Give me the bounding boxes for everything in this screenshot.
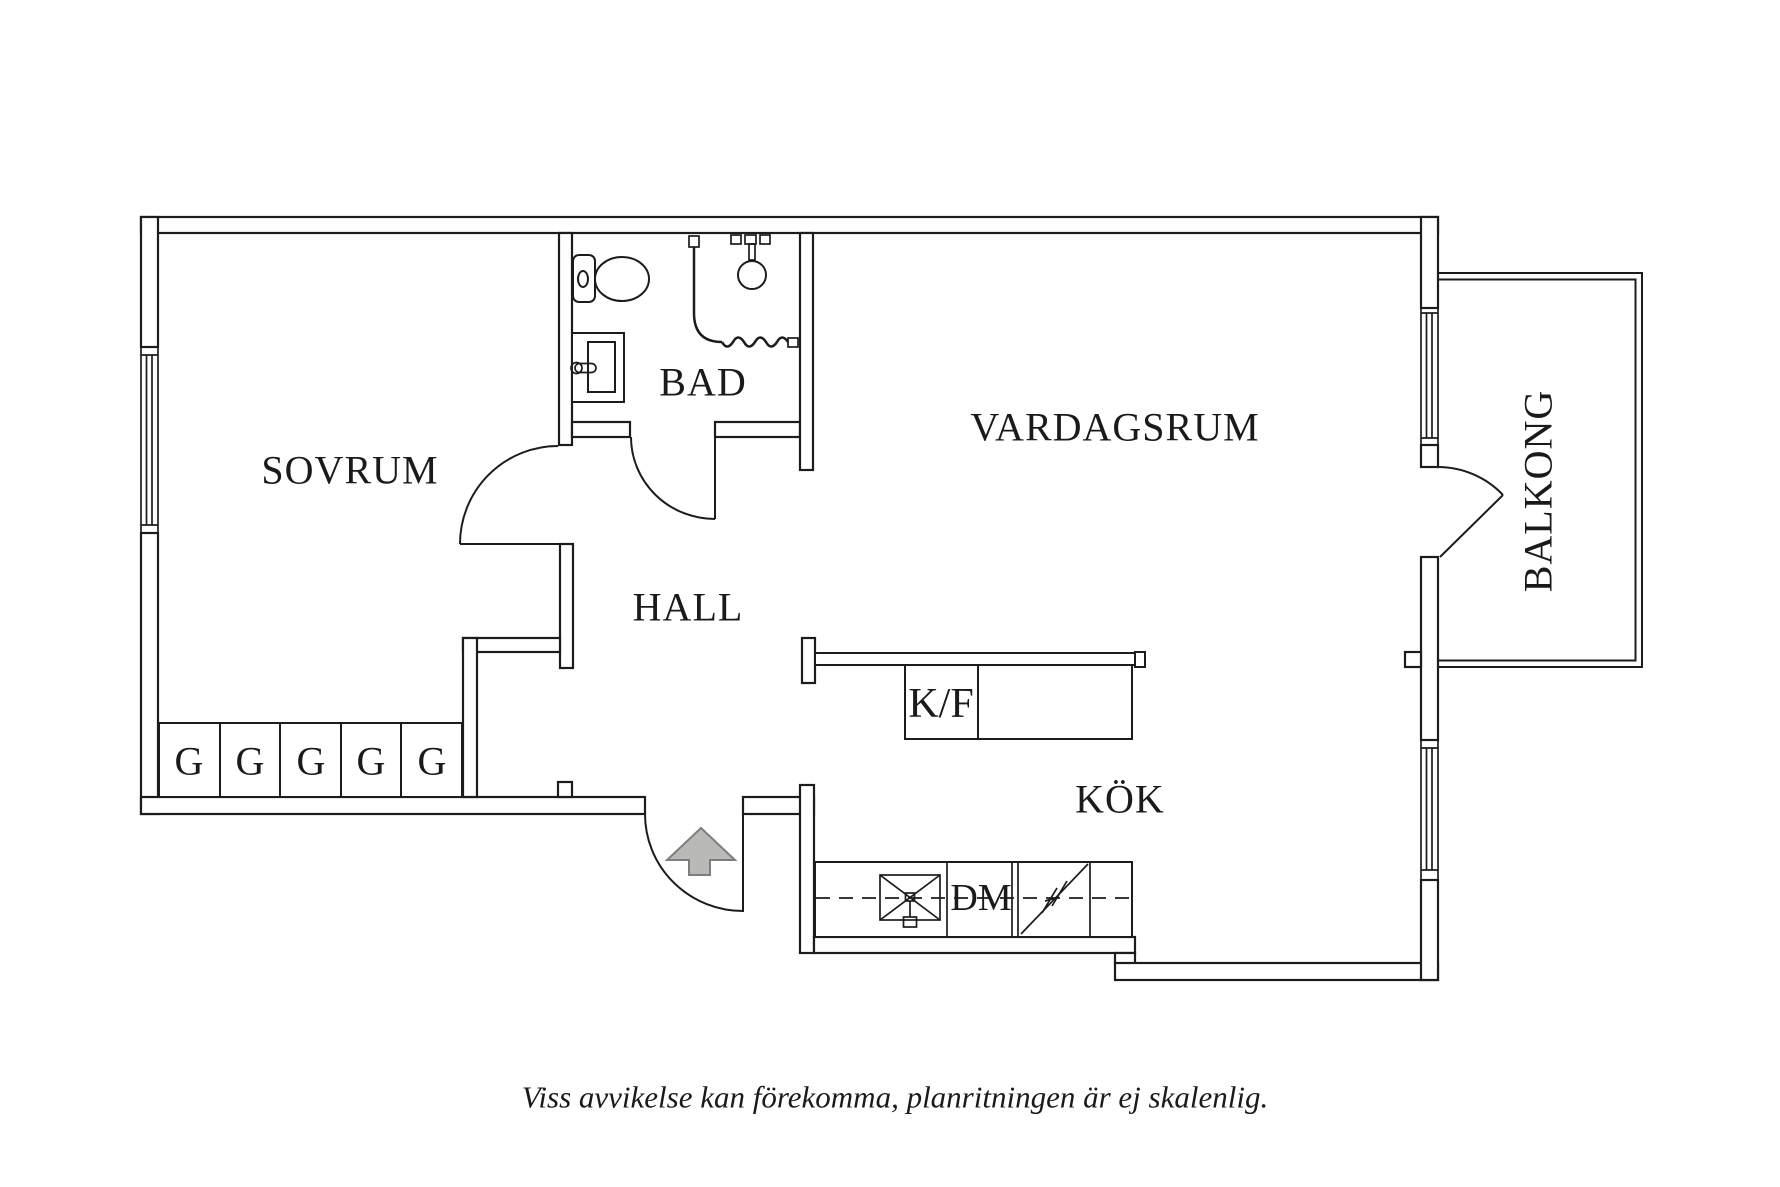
- wall-sovrum-east-lower: [558, 542, 575, 670]
- door-entry: [644, 797, 744, 912]
- wall-top: [139, 215, 1440, 235]
- wall-bad-south-left: [570, 420, 632, 439]
- wardrobe-label-3: G: [297, 739, 326, 784]
- wall-right-stub: [1403, 650, 1423, 669]
- room-label-hall: HALL: [633, 585, 744, 630]
- stove-symbol: [1020, 863, 1089, 935]
- wardrobe-dividers: [219, 723, 402, 797]
- window-kok: [1420, 739, 1439, 881]
- wall-bad-east: [798, 231, 815, 472]
- wall-right-a: [1419, 215, 1440, 310]
- wall-right-b: [1419, 443, 1440, 469]
- peninsula-cabinet-box: [977, 664, 1133, 740]
- wall-left-upper: [139, 215, 160, 349]
- kitchen-sink: [879, 874, 941, 928]
- wardrobe-outline: [158, 722, 463, 798]
- kitchen-counter: DM: [814, 861, 1133, 938]
- balcony-outline: [1438, 272, 1643, 668]
- peninsula-counter-band: [814, 652, 1136, 666]
- wall-closet-side: [461, 636, 479, 799]
- fridge-freezer-label: K/F: [908, 681, 973, 727]
- wall-right-c: [1419, 555, 1440, 742]
- wardrobe-label-4: G: [357, 739, 386, 784]
- room-label-vardagsrum: VARDAGSRUM: [970, 405, 1259, 450]
- room-label-sovrum: SOVRUM: [261, 448, 438, 493]
- wardrobe-row: G G G G G: [158, 722, 463, 798]
- wall-right-d: [1419, 878, 1440, 982]
- wall-bad-south-right: [713, 420, 802, 439]
- window-sovrum: [140, 346, 159, 534]
- disclaimer-caption: Viss avvikelse kan förekomma, planritnin…: [522, 1080, 1268, 1115]
- door-sovrum: [459, 445, 559, 545]
- door-bad: [630, 436, 716, 520]
- kitchen-peninsula: K/F: [814, 651, 1146, 740]
- room-labels: SOVRUM BAD HALL VARDAGSRUM KÖK BALKONG: [261, 360, 1560, 822]
- wall-kitchen-bottom-lower: [1113, 961, 1440, 982]
- room-label-bad: BAD: [659, 360, 746, 405]
- door-balcony: [1437, 466, 1504, 558]
- peninsula-end-cap: [1134, 651, 1146, 668]
- doors: [459, 436, 1504, 912]
- room-label-balkong: BALKONG: [1516, 390, 1561, 593]
- wall-entry-stub: [556, 780, 574, 799]
- wardrobe-label-2: G: [236, 739, 265, 784]
- shower: [688, 234, 799, 348]
- bathroom-fixtures: [570, 234, 799, 403]
- wall-bottom-left: [139, 795, 647, 816]
- wall-kitchen-bottom-upper: [812, 935, 1137, 955]
- toilet: [572, 254, 650, 303]
- dishwasher-label: DM: [950, 877, 1011, 919]
- shower-hose: [688, 235, 799, 348]
- room-label-kok: KÖK: [1075, 777, 1165, 822]
- wardrobe-label-5: G: [418, 739, 447, 784]
- walls: [139, 215, 1440, 982]
- windows: [140, 307, 1439, 881]
- wall-kitchen-west: [798, 783, 816, 955]
- entrance-arrow-icon: [664, 826, 738, 876]
- wardrobe-label-1: G: [175, 739, 204, 784]
- wall-peninsula-stub: [800, 636, 817, 685]
- wall-left-lower: [139, 531, 160, 816]
- wall-sovrum-east-upper: [557, 231, 574, 447]
- counter-divider-double: [1011, 862, 1019, 937]
- bathroom-sink: [570, 332, 625, 403]
- window-vardagsrum: [1420, 307, 1439, 446]
- counter-outline: [814, 861, 1133, 938]
